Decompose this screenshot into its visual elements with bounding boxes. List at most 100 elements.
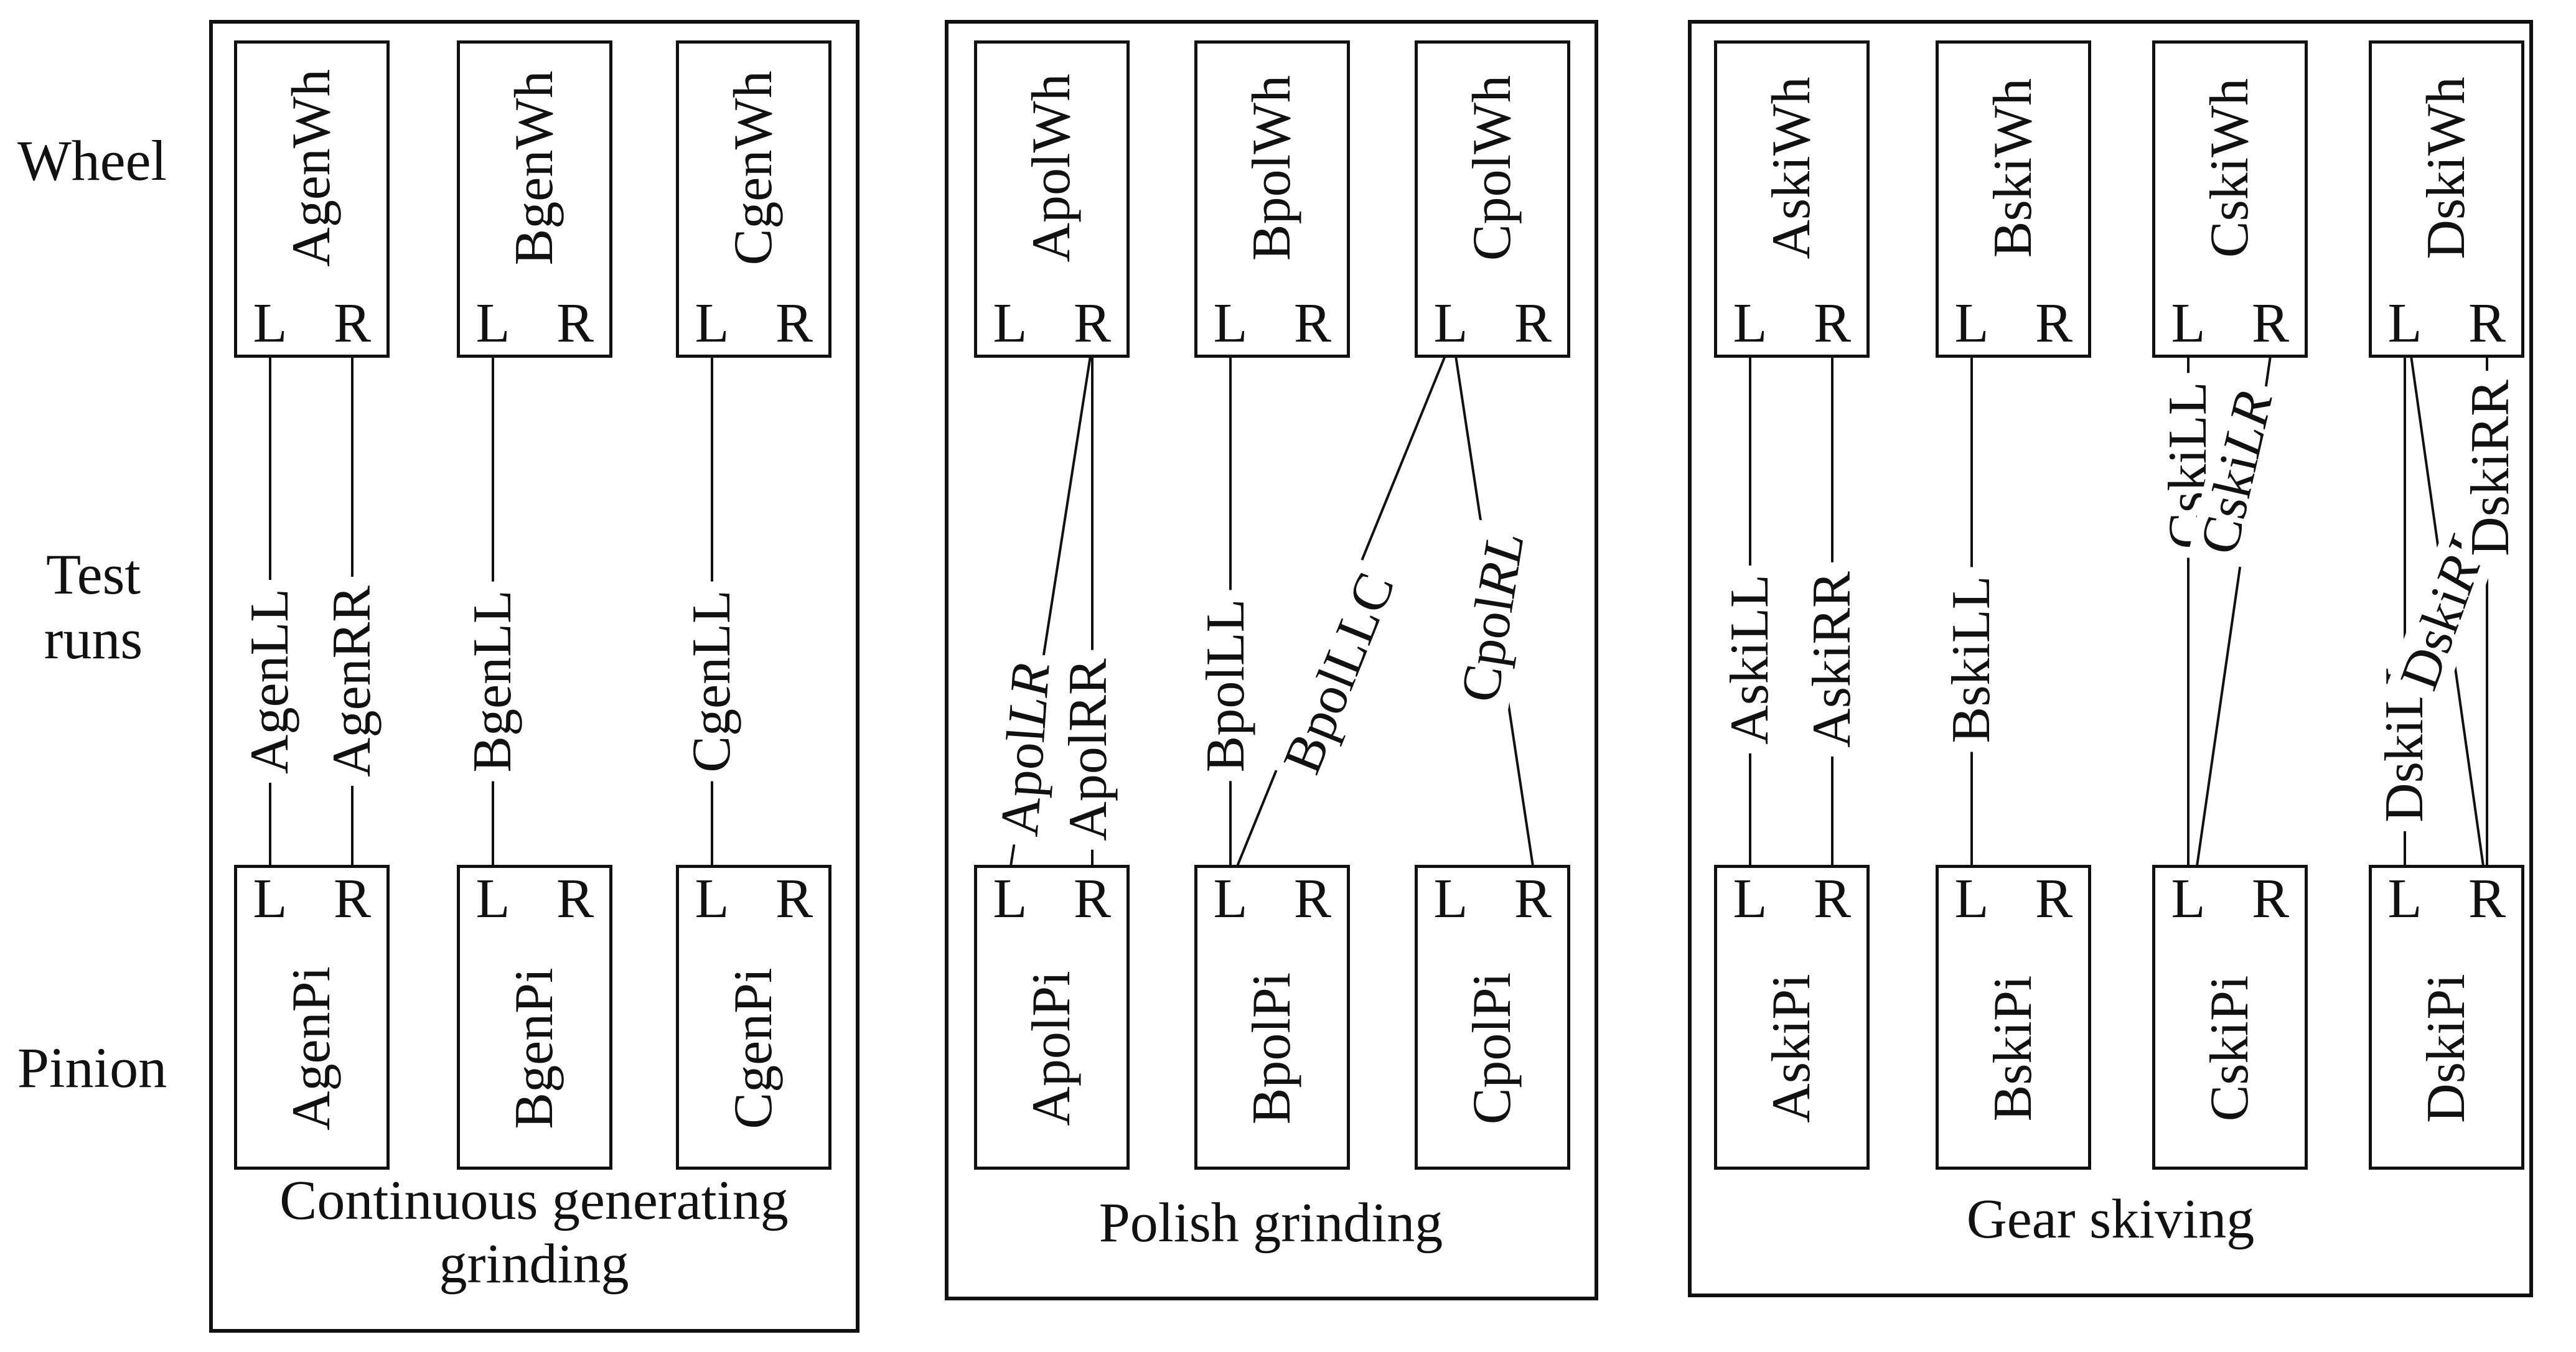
flank-left-BpolPi: L — [1213, 868, 1248, 930]
test-run-label-text: AskiLL — [1720, 574, 1781, 745]
test-run-label-ApolLR: ApolLR — [989, 652, 1062, 847]
flank-left-DskiPi: L — [2387, 868, 2422, 930]
group-caption-polish-grinding: Polish grinding — [1098, 1192, 1443, 1254]
flank-right-BgenWh: R — [556, 292, 594, 354]
pinion-box-BgenPi — [457, 865, 612, 1170]
group-caption-gear-skiving: Gear skiving — [1966, 1188, 2255, 1250]
flank-right-CgenWh: R — [775, 292, 813, 354]
test-run-label-AgenLL: AgenLL — [240, 579, 301, 783]
flank-right-BskiPi: R — [2035, 868, 2073, 930]
test-run-label-AgenRR: AgenRR — [322, 577, 383, 786]
flank-right-DskiPi: R — [2468, 868, 2506, 930]
flank-right-ApolWh: R — [1073, 292, 1112, 354]
flank-right-CgenPi: R — [775, 868, 813, 930]
test-run-label-italic-suffix: LR — [996, 661, 1062, 729]
flank-left-AskiPi: L — [1733, 868, 1768, 930]
flank-right-CpolWh: R — [1514, 292, 1552, 354]
pinion-box-CgenPi — [676, 865, 831, 1170]
flank-left-DskiWh: L — [2387, 292, 2422, 354]
flank-right-BgenPi: R — [556, 868, 594, 930]
flank-left-CpolPi: L — [1433, 868, 1468, 930]
pinion-name-BpolPi: BpolPi — [1242, 972, 1302, 1125]
flank-right-BskiWh: R — [2035, 292, 2073, 354]
wheel-box-CskiWh — [2152, 40, 2308, 358]
wheel-name-BpolWh: BpolWh — [1242, 75, 1302, 261]
flank-left-BgenPi: L — [475, 868, 510, 930]
test-run-label-ApolRR: ApolRR — [1058, 650, 1119, 850]
wheel-name-AskiWh: AskiWh — [1761, 77, 1822, 259]
row-label-wheel: Wheel — [17, 129, 167, 192]
test-run-label-AskiRR: AskiRR — [1802, 562, 1863, 757]
test-run-label-DskiRR: DskiRR — [2460, 371, 2521, 565]
wheel-box-CgenWh — [676, 40, 831, 358]
test-run-label-AskiLL: AskiLL — [1720, 566, 1781, 753]
flank-left-BpolWh: L — [1213, 292, 1248, 354]
test-run-label-text: ApolRR — [1058, 658, 1119, 841]
flank-left-AgenPi: L — [253, 868, 288, 930]
flank-right-CpolPi: R — [1514, 868, 1552, 930]
flank-left-AskiWh: L — [1733, 292, 1768, 354]
test-run-label-BpolLL: BpolLL — [1196, 590, 1257, 781]
flank-right-CskiPi: R — [2251, 868, 2290, 930]
pinion-name-BskiPi: BskiPi — [1983, 975, 2043, 1122]
wheel-name-ApolWh: ApolWh — [1021, 73, 1082, 263]
test-run-label-text: AskiRR — [1802, 571, 1863, 748]
pinion-box-DskiPi — [2369, 865, 2524, 1170]
row-label-pinion: Pinion — [17, 1036, 167, 1099]
pinion-name-CgenPi: CgenPi — [723, 967, 784, 1129]
row-label-test-runs: runs — [44, 607, 143, 671]
pinion-name-CpolPi: CpolPi — [1462, 972, 1522, 1125]
flank-left-AgenWh: L — [253, 292, 288, 354]
pinion-name-ApolPi: ApolPi — [1021, 971, 1082, 1126]
wheel-box-AgenWh — [234, 40, 390, 358]
flank-left-BgenWh: L — [475, 292, 510, 354]
flank-left-CskiPi: L — [2171, 868, 2206, 930]
wheel-box-AskiWh — [1714, 40, 1870, 358]
pinion-box-AgenPi — [234, 865, 390, 1170]
pinion-box-ApolPi — [974, 865, 1130, 1170]
flank-left-ApolPi: L — [993, 868, 1028, 930]
group-caption-continuous-generating-grinding: grinding — [439, 1233, 629, 1295]
flank-left-CskiWh: L — [2171, 292, 2206, 354]
flank-left-CgenPi: L — [695, 868, 729, 930]
group-frame-continuous-generating-grinding — [209, 20, 859, 1333]
wheel-name-DskiWh: DskiWh — [2416, 77, 2476, 259]
flank-right-BpolWh: R — [1293, 292, 1332, 354]
flank-left-ApolWh: L — [993, 292, 1028, 354]
flank-left-CpolWh: L — [1433, 292, 1468, 354]
wheel-box-ApolWh — [974, 40, 1130, 358]
flank-left-BskiPi: L — [1954, 868, 1989, 930]
pinion-name-DskiPi: DskiPi — [2416, 974, 2476, 1123]
flank-right-AskiPi: R — [1813, 868, 1852, 930]
flank-right-AskiWh: R — [1813, 292, 1852, 354]
pinion-box-CskiPi — [2152, 865, 2308, 1170]
wheel-box-BskiWh — [1936, 40, 2091, 358]
test-run-label-text: AgenLL — [240, 588, 301, 775]
pinion-name-AskiPi: AskiPi — [1761, 974, 1822, 1123]
wheel-box-CpolWh — [1415, 40, 1570, 358]
flank-right-AgenPi: R — [333, 868, 372, 930]
wheel-name-BskiWh: BskiWh — [1983, 78, 2043, 258]
group-frame-gear-skiving — [1688, 20, 2533, 1297]
test-run-label-BgenLL: BgenLL — [462, 581, 523, 781]
wheel-box-DskiWh — [2369, 40, 2524, 358]
test-run-label-BskiLL: BskiLL — [1941, 567, 2002, 752]
wheel-name-BgenWh: BgenWh — [504, 70, 564, 266]
test-run-label-italic-suffix: RL — [1466, 528, 1536, 601]
flank-right-ApolPi: R — [1073, 868, 1112, 930]
test-run-label-text: BgenLL — [462, 590, 523, 773]
test-run-label-text: AgenRR — [322, 585, 383, 777]
test-run-label-text: Apol — [989, 725, 1057, 839]
test-run-label-text: BpolLL — [1196, 599, 1257, 773]
group-frame-polish-grinding — [945, 20, 1598, 1300]
flank-left-CgenWh: L — [695, 292, 729, 354]
flank-right-DskiWh: R — [2468, 292, 2506, 354]
test-run-label-CgenLL: CgenLL — [681, 581, 742, 781]
wheel-name-CpolWh: CpolWh — [1462, 75, 1522, 261]
wheel-box-BpolWh — [1194, 40, 1350, 358]
wheel-name-AgenWh: AgenWh — [281, 69, 342, 267]
pinion-box-BpolPi — [1194, 865, 1350, 1170]
wheel-name-CskiWh: CskiWh — [2199, 78, 2260, 258]
